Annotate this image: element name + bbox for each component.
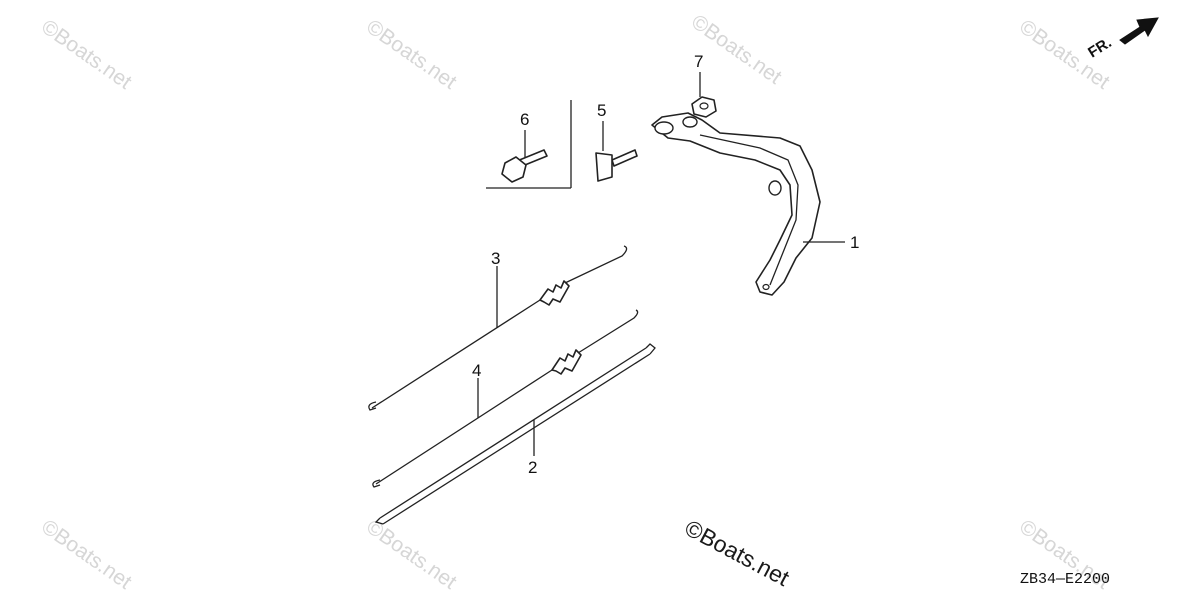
- front-direction-indicator: FR.: [1085, 17, 1159, 61]
- diagram-code: ZB34—E2200: [1020, 571, 1110, 588]
- watermark: ©Boats.net: [362, 15, 461, 94]
- part-1-lever: [651, 112, 845, 296]
- part-2-rod: [374, 343, 656, 525]
- callout-6: 6: [520, 110, 529, 129]
- part-4-rod-spring: [372, 309, 639, 488]
- part-6-bolt: [501, 130, 548, 183]
- watermark: ©Boats.net: [362, 515, 461, 594]
- part-5-screw: [595, 121, 638, 182]
- callout-7: 7: [694, 52, 703, 71]
- watermark: ©Boats.net: [37, 15, 136, 94]
- callout-2: 2: [528, 458, 537, 477]
- callout-1: 1: [850, 233, 859, 252]
- callout-5: 5: [597, 101, 606, 120]
- watermark-main: ©Boats.net: [681, 514, 795, 591]
- background-watermarks: ©Boats.net ©Boats.net ©Boats.net ©Boats.…: [37, 10, 1114, 594]
- callout-labels: 1 2 3 4 5 6 7: [472, 52, 859, 477]
- part-6-divider: [486, 100, 572, 189]
- callout-4: 4: [472, 361, 481, 380]
- watermark: ©Boats.net: [37, 515, 136, 594]
- front-arrow-icon: [1119, 17, 1159, 45]
- watermark: ©Boats.net: [687, 10, 786, 89]
- part-3-rod-spring: [368, 245, 628, 411]
- part-7-nut: [691, 72, 717, 118]
- callout-3: 3: [491, 249, 500, 268]
